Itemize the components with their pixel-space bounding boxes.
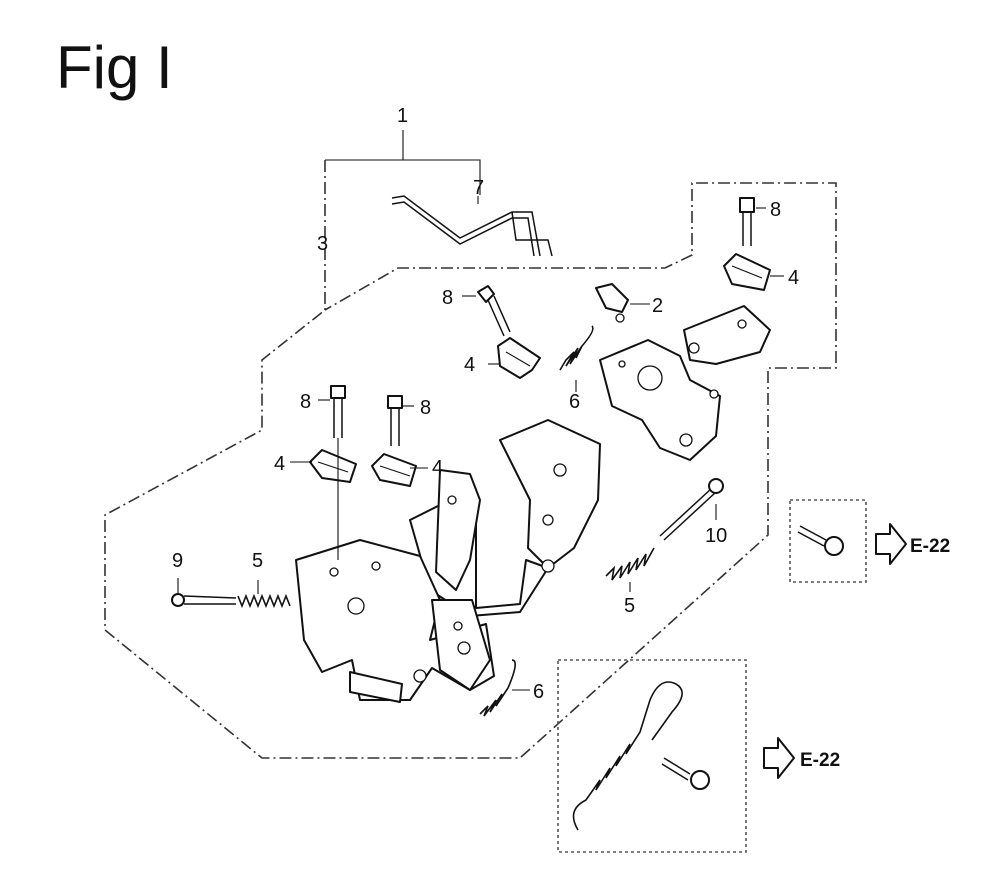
leader-lines [177, 196, 784, 691]
hollow-right-arrow-icon [875, 523, 907, 565]
right-bracket-plate [599, 305, 771, 461]
callout-5-a: 5 [252, 550, 263, 572]
callout-4-d: 4 [788, 267, 799, 289]
callout-8-c: 8 [420, 397, 431, 419]
reference-bolt [797, 525, 844, 556]
callout-4-a: 4 [464, 354, 475, 376]
figure-title: Fig I [56, 34, 173, 101]
clamp-part-4-c [371, 453, 417, 487]
spring-part-5-left [237, 593, 291, 609]
clamp-part-4-d [723, 253, 771, 291]
bolt-part-9 [171, 593, 237, 607]
callout-6-a: 6 [569, 391, 580, 413]
bolt-part-8-c [387, 395, 403, 446]
callout-7: 7 [473, 177, 484, 199]
reference-bolt-2 [661, 757, 710, 790]
spring-part-6-upper [559, 325, 594, 371]
callout-8-a: 8 [442, 287, 453, 309]
left-base-plate [295, 539, 495, 703]
callout-2: 2 [652, 295, 663, 317]
bolt-part-8-b [330, 385, 346, 438]
spring-part-5-right [605, 547, 655, 581]
central-main-bracket [409, 419, 601, 617]
bolt-part-10 [659, 478, 724, 541]
callout-10: 10 [705, 525, 727, 547]
clip-part-2 [595, 283, 629, 323]
callout-bracket-1 [325, 130, 481, 195]
callout-8-b: 8 [300, 391, 311, 413]
clamp-part-4-a [497, 337, 541, 379]
reference-box-1 [789, 499, 867, 583]
callout-4-c: 4 [432, 457, 443, 479]
callout-6-b: 6 [533, 681, 544, 703]
callout-9: 9 [172, 550, 183, 572]
rod-part-7 [391, 195, 553, 257]
spring-part-6-lower [479, 659, 516, 717]
reference-label-1: E-22 [910, 536, 950, 557]
callout-3: 3 [317, 233, 328, 255]
hollow-right-arrow-icon [763, 737, 795, 779]
reference-spring [572, 681, 683, 831]
clamp-part-4-b [309, 449, 357, 483]
bolt-part-8-d [739, 197, 755, 246]
callout-5-b: 5 [624, 595, 635, 617]
callout-8-d: 8 [770, 199, 781, 221]
callout-1: 1 [397, 105, 408, 127]
reference-label-2: E-22 [800, 750, 840, 771]
callout-4-b: 4 [274, 453, 285, 475]
bolt-part-8-a [477, 285, 511, 337]
assembly-boundary-3 [104, 160, 837, 759]
reference-box-2 [557, 659, 747, 853]
